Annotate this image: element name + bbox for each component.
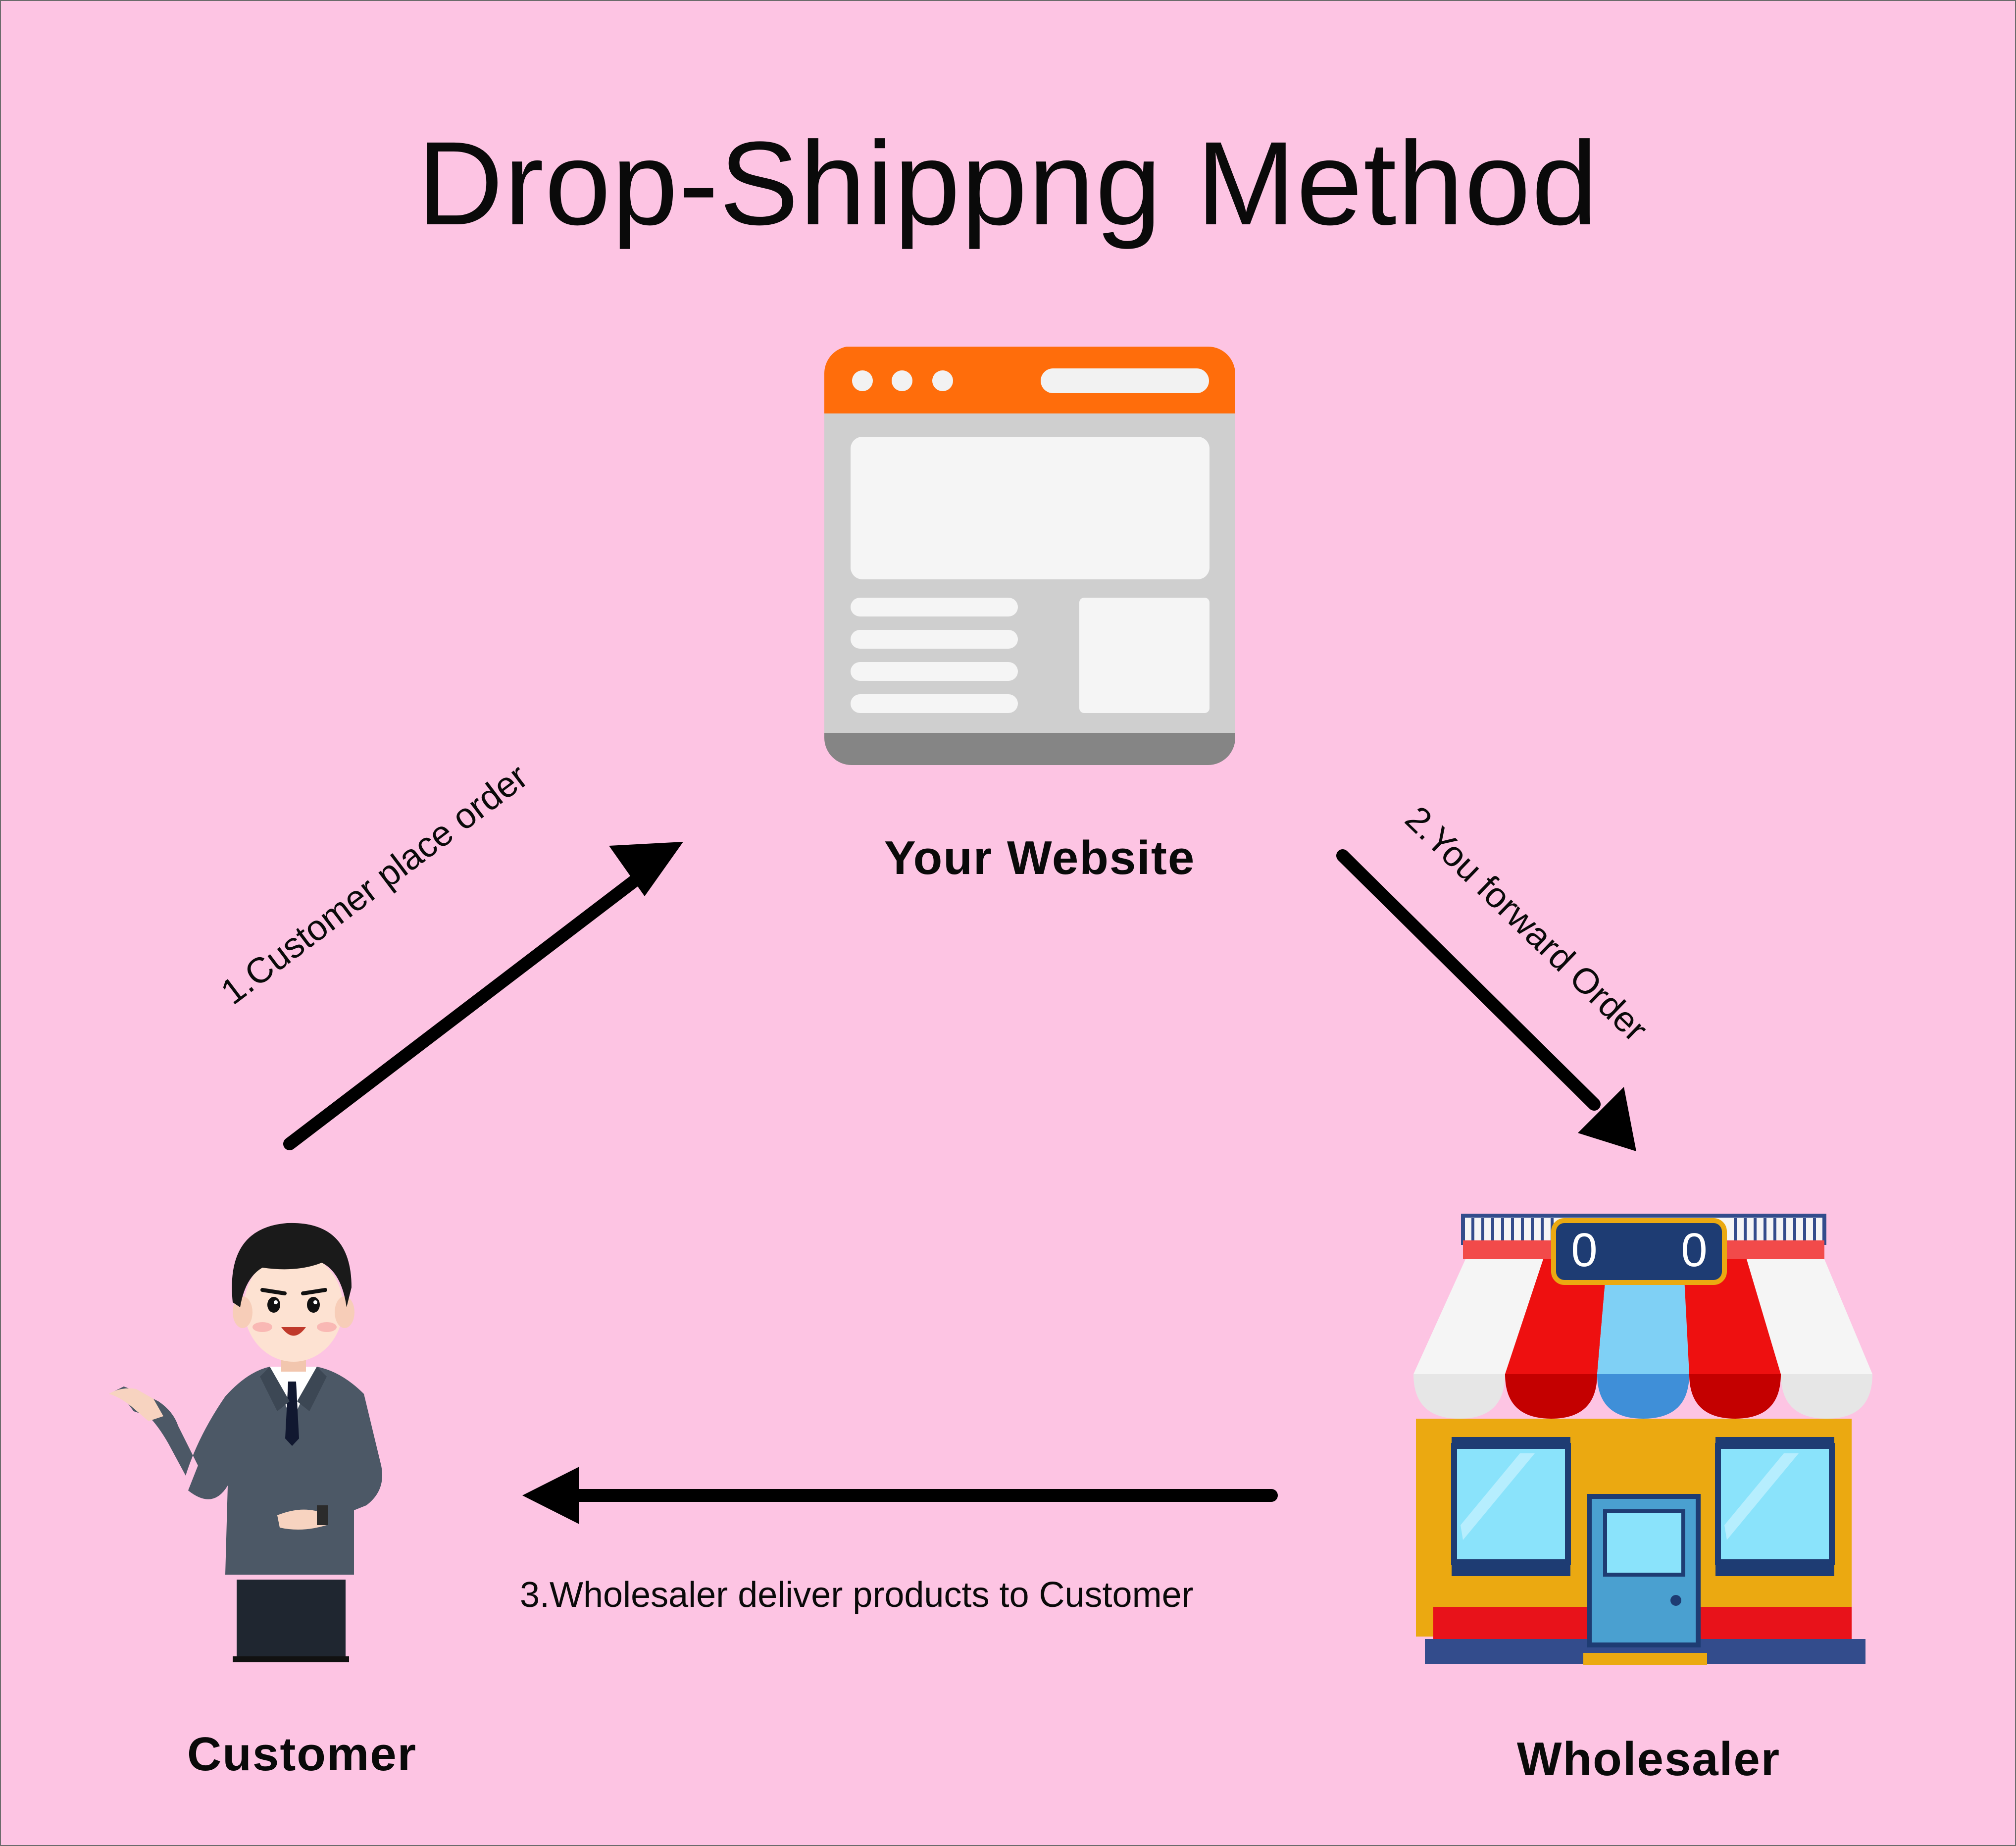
edge-label-wholesaler-to-customer: 3.Wholesaler deliver products to Custome…: [520, 1575, 1194, 1615]
shop-sign-right-digit: 0: [1681, 1224, 1708, 1277]
wholesaler-label: Wholesaler: [1516, 1733, 1781, 1786]
arrow-website-to-wholesaler: [1336, 849, 1636, 1151]
website-label: Your Website: [884, 831, 1196, 884]
arrow-wholesaler-to-customer: [522, 1467, 1278, 1524]
arrow-customer-to-website: [283, 842, 683, 1150]
diagram-title: Drop-Shippng Method: [417, 117, 1599, 250]
customer-label: Customer: [187, 1728, 417, 1781]
shop-sign-left-digit: 0: [1571, 1224, 1598, 1277]
